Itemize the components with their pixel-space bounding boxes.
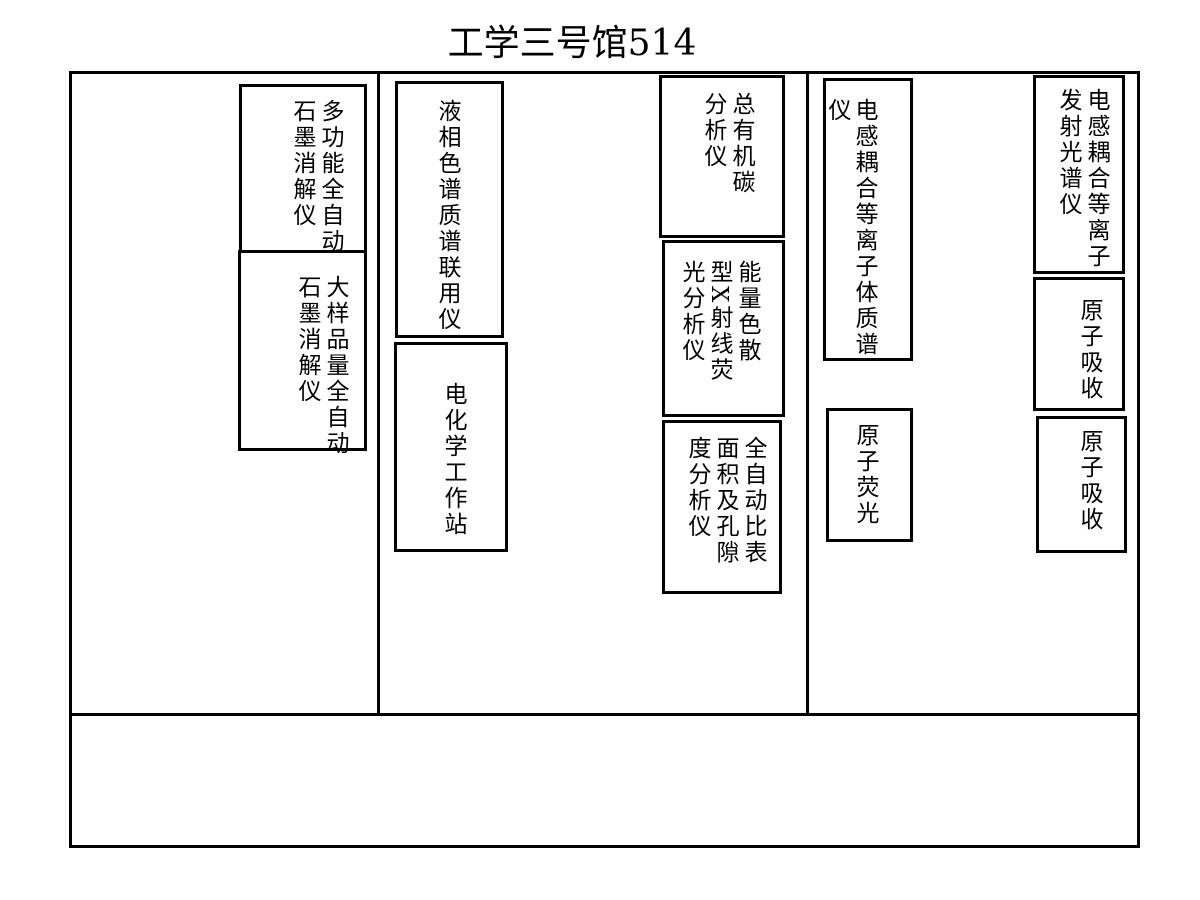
room-title: 工学三号馆514 [447,23,697,64]
instrument-label: 度分析仪 [684,436,710,540]
instrument-box[interactable]: 多功能全自动 石墨消解仪 [239,84,367,255]
instrument-label: 能量色散 [734,260,760,364]
divider-bottom [70,713,1139,716]
instrument-box[interactable]: 大样品量全自动 石墨消解仪 [238,250,367,457]
instrument-box[interactable]: 原子吸收 [1033,277,1125,411]
instrument-label: 原子吸收 [1076,429,1102,533]
instrument-box[interactable]: 电化学工作站 [394,342,508,552]
instrument-label: 液相色谱质谱联用仪 [434,99,460,333]
instrument-label: 电感耦合等离子体质谱 [851,98,877,358]
instrument-label: 仪 [824,98,850,124]
instrument-label: 大样品量全自动 [322,275,348,457]
room-outline [69,71,1140,848]
instrument-label: 石墨消解仪 [294,275,320,405]
instrument-label: 光分析仪 [678,260,704,364]
instrument-label: 全自动比表 [740,436,766,566]
instrument-label: 型X射线荧 [706,260,732,384]
instrument-label: 多功能全自动 [317,99,343,255]
instrument-box[interactable]: 总有机碳 分析仪 [659,75,785,238]
instrument-label: 石墨消解仪 [289,99,315,229]
instrument-label: 面积及孔隙 [712,436,738,566]
instrument-box[interactable]: 电感耦合等离子体质谱 仪 [823,78,913,361]
instrument-label: 总有机碳 [728,92,754,196]
instrument-label: 分析仪 [700,92,726,170]
instrument-label: 电化学工作站 [440,382,466,538]
instrument-box[interactable]: 能量色散 型X射线荧 光分析仪 [662,240,785,417]
instrument-box[interactable]: 原子荧光 [826,408,913,542]
instrument-label: 发射光谱仪 [1055,88,1081,218]
instrument-box[interactable]: 液相色谱质谱联用仪 [395,81,504,338]
instrument-box[interactable]: 全自动比表 面积及孔隙 度分析仪 [662,420,782,594]
instrument-label: 原子荧光 [852,423,878,527]
divider-left [377,72,380,715]
instrument-label: 电感耦合等离子 [1083,88,1109,270]
instrument-box[interactable]: 原子吸收 [1036,416,1127,553]
divider-middle [806,72,809,715]
instrument-box[interactable]: 电感耦合等离子 发射光谱仪 [1033,75,1125,274]
instrument-label: 原子吸收 [1076,298,1102,402]
